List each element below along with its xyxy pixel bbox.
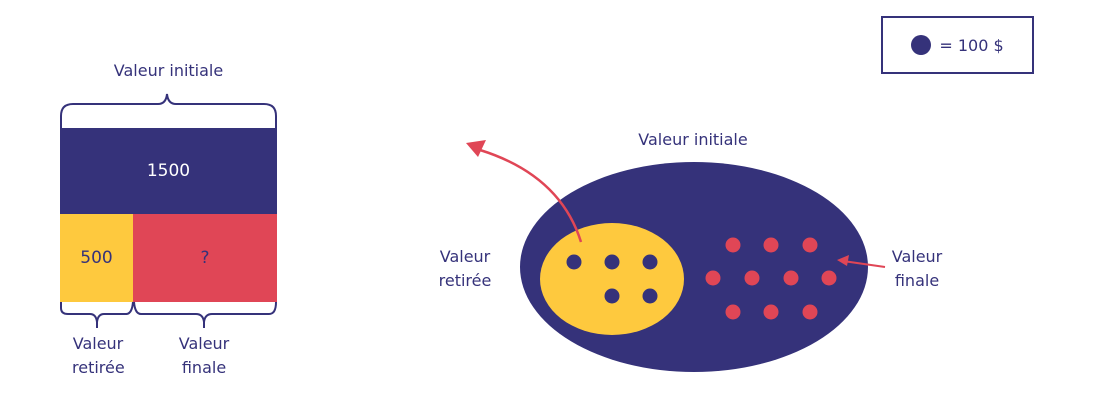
- set-removed-label-line2: retirée: [438, 271, 492, 290]
- set-removed-label: Valeur retirée: [430, 245, 500, 293]
- set-initial-label: Valeur initiale: [638, 130, 748, 149]
- removed-dot: [642, 288, 658, 304]
- set-removed-label-line1: Valeur: [439, 247, 491, 266]
- removal-arrow-head: [466, 140, 486, 157]
- bar-final-label-line1: Valeur: [178, 334, 230, 353]
- final-arrow-head: [837, 255, 849, 266]
- bottom-left-brace: [60, 301, 134, 328]
- set-final-label-line1: Valeur: [891, 247, 943, 266]
- bar-total: [60, 128, 277, 214]
- bar-final-value: ?: [200, 248, 210, 268]
- remaining-dot: [705, 270, 721, 286]
- removed-dot: [604, 254, 620, 270]
- legend-box: = 100 $: [881, 16, 1034, 74]
- bar-removed-label-line2: retirée: [72, 358, 125, 377]
- removed-dot: [604, 288, 620, 304]
- remaining-dot: [763, 304, 779, 320]
- remaining-dot: [725, 237, 741, 253]
- legend-dot-icon: [911, 35, 932, 55]
- bar-total-value: 1500: [146, 161, 191, 181]
- final-arrow: [842, 260, 886, 268]
- remaining-dot: [802, 237, 818, 253]
- bottom-right-brace: [133, 301, 277, 328]
- removal-arrow: [479, 148, 583, 243]
- legend-text: = 100 $: [939, 35, 1004, 55]
- bar-removed: [60, 214, 133, 302]
- removed-value-ellipse: [540, 223, 684, 335]
- bar-top-label: Valeur initiale: [113, 61, 224, 80]
- remaining-dot: [783, 270, 799, 286]
- set-final-label-line2: finale: [894, 271, 940, 290]
- removed-dot: [566, 254, 582, 270]
- top-brace: [60, 93, 277, 128]
- remaining-dot: [744, 270, 760, 286]
- bar-removed-label-line1: Valeur: [72, 334, 124, 353]
- bar-final-label-line2: finale: [181, 358, 227, 377]
- remaining-dot: [763, 237, 779, 253]
- bar-final: [133, 214, 277, 302]
- bar-final-label: Valeur finale: [178, 332, 230, 380]
- remaining-dot: [802, 304, 818, 320]
- remaining-dot: [725, 304, 741, 320]
- removed-dot: [642, 254, 658, 270]
- bar-removed-value: 500: [80, 248, 113, 268]
- set-final-label: Valeur finale: [882, 245, 952, 293]
- bar-removed-label: Valeur retirée: [72, 332, 125, 380]
- remaining-dot: [821, 270, 837, 286]
